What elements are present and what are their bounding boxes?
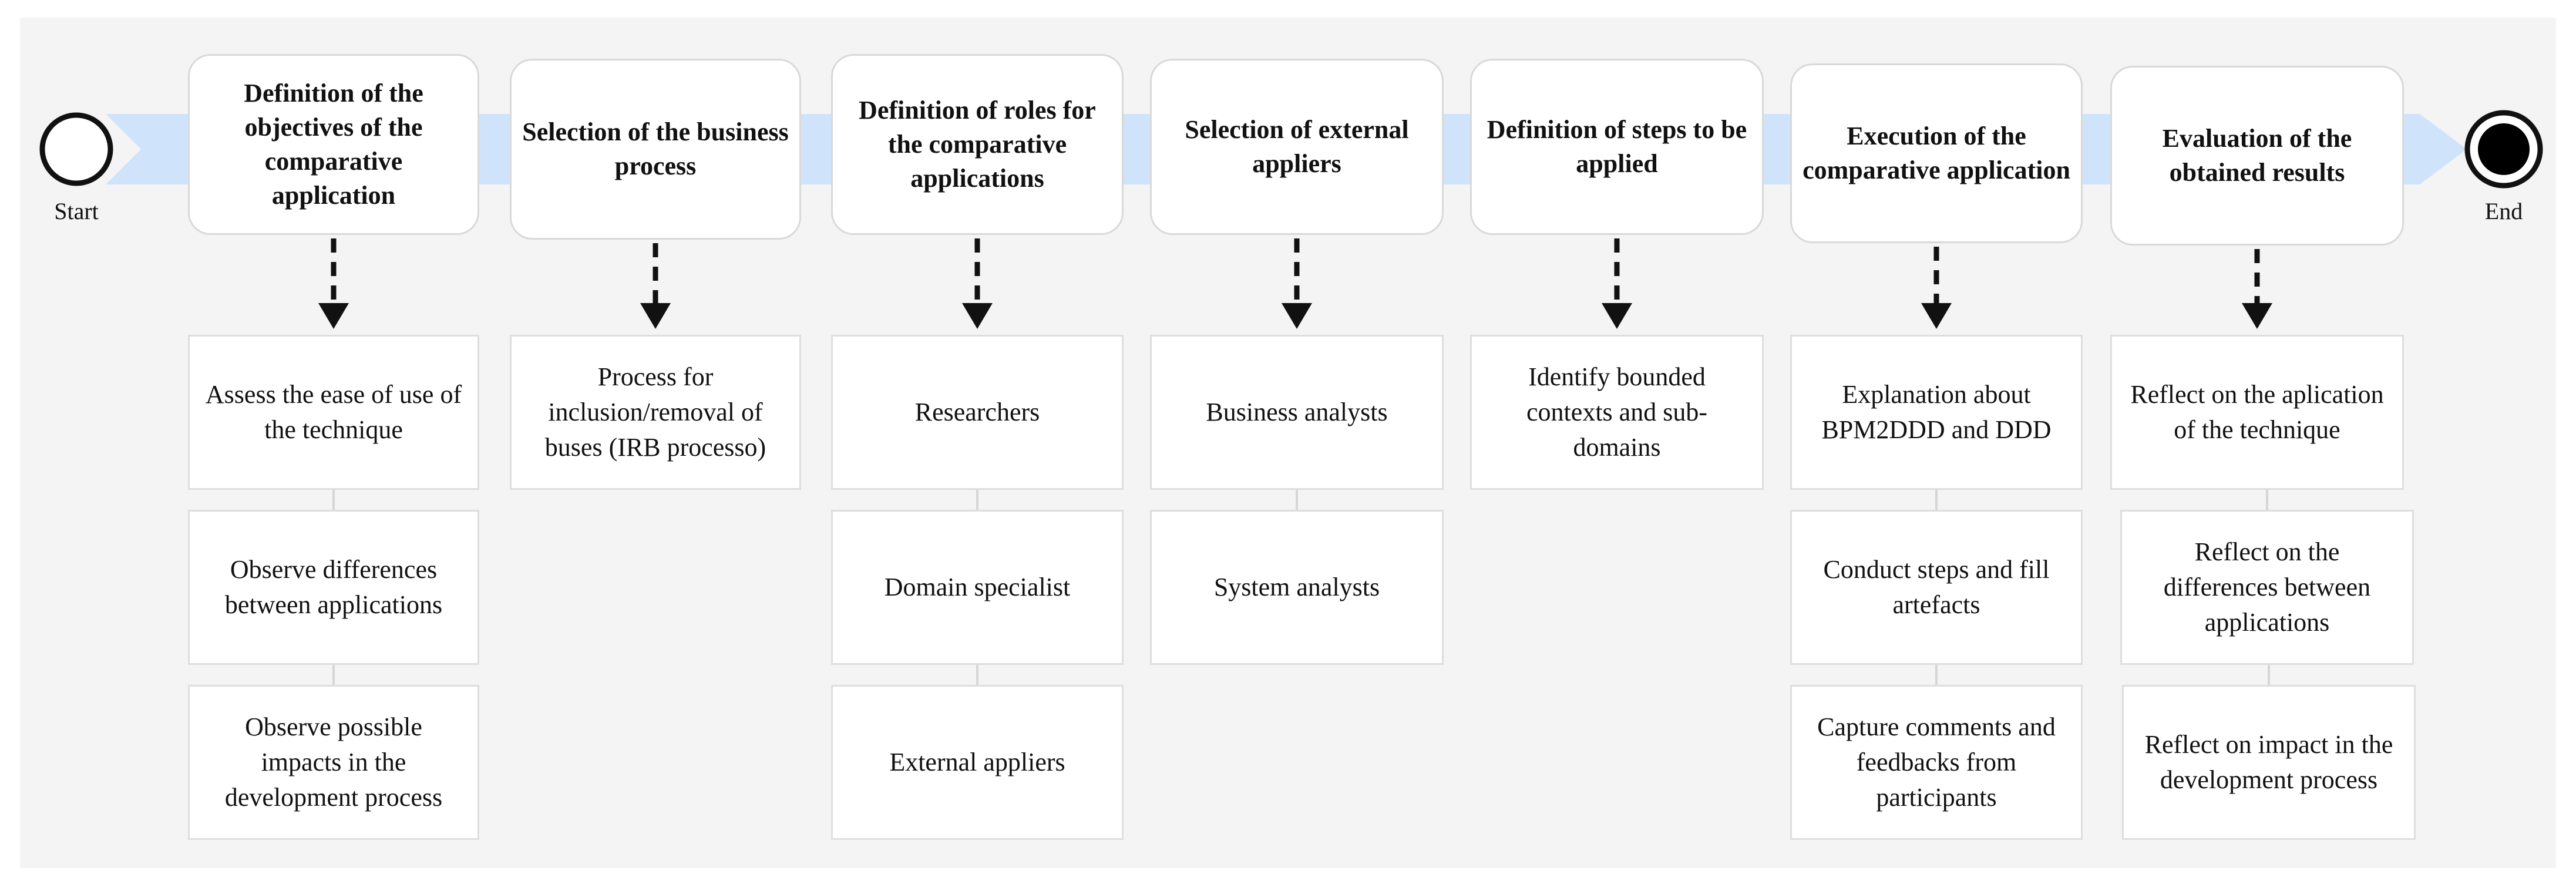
task-box: Identify bounded contexts and sub-domain… — [1470, 335, 1764, 490]
arrow-head-icon — [1921, 303, 1952, 329]
task-box: Domain specialist — [831, 510, 1124, 665]
process-step-4: Selection of external appliers — [1150, 59, 1444, 235]
task-box: Assess the ease of use of the technique — [188, 335, 479, 490]
process-step-7: Evaluation of the obtained results — [2110, 66, 2404, 246]
end-label: End — [2484, 198, 2523, 224]
task-box: Process for inclusion/removal of buses (… — [510, 335, 801, 490]
task-box: Reflect on impact in the development pro… — [2122, 685, 2416, 840]
task-box: Reflect on the aplication of the techniq… — [2110, 335, 2404, 490]
process-step-3: Definition of roles for the comparative … — [831, 54, 1124, 235]
process-step-1: Definition of the objectives of the comp… — [188, 54, 479, 235]
start-label: Start — [54, 198, 99, 224]
task-links — [332, 490, 2270, 685]
arrow-head-icon — [1602, 303, 1632, 329]
task-box: Capture comments and feedbacks from part… — [1790, 685, 2083, 840]
arrow-head-icon — [2242, 303, 2272, 329]
task-box: Observe possible impacts in the developm… — [188, 685, 479, 840]
task-box: External appliers — [831, 685, 1124, 840]
task-box: Observe differences between applications — [188, 510, 479, 665]
end-event-inner — [2478, 123, 2530, 175]
arrow-head-icon — [640, 303, 671, 329]
process-step-6: Execution of the comparative application — [1790, 63, 2083, 243]
task-box: Researchers — [831, 335, 1124, 490]
arrow-head-icon — [1282, 303, 1312, 329]
process-step-5: Definition of steps to be applied — [1470, 59, 1764, 235]
process-step-2: Selection of the business process — [510, 59, 801, 240]
task-box: System analysts — [1150, 510, 1444, 665]
arrow-head-icon — [318, 303, 349, 329]
dashed-arrows — [318, 238, 2272, 329]
task-box: Business analysts — [1150, 335, 1444, 490]
arrow-head-icon — [962, 303, 993, 329]
start-event-icon — [39, 112, 113, 186]
task-box: Conduct steps and fill artefacts — [1790, 510, 2083, 665]
task-box: Reflect on the differences between appli… — [2120, 510, 2414, 665]
task-box: Explanation about BPM2DDD and DDD — [1790, 335, 2083, 490]
